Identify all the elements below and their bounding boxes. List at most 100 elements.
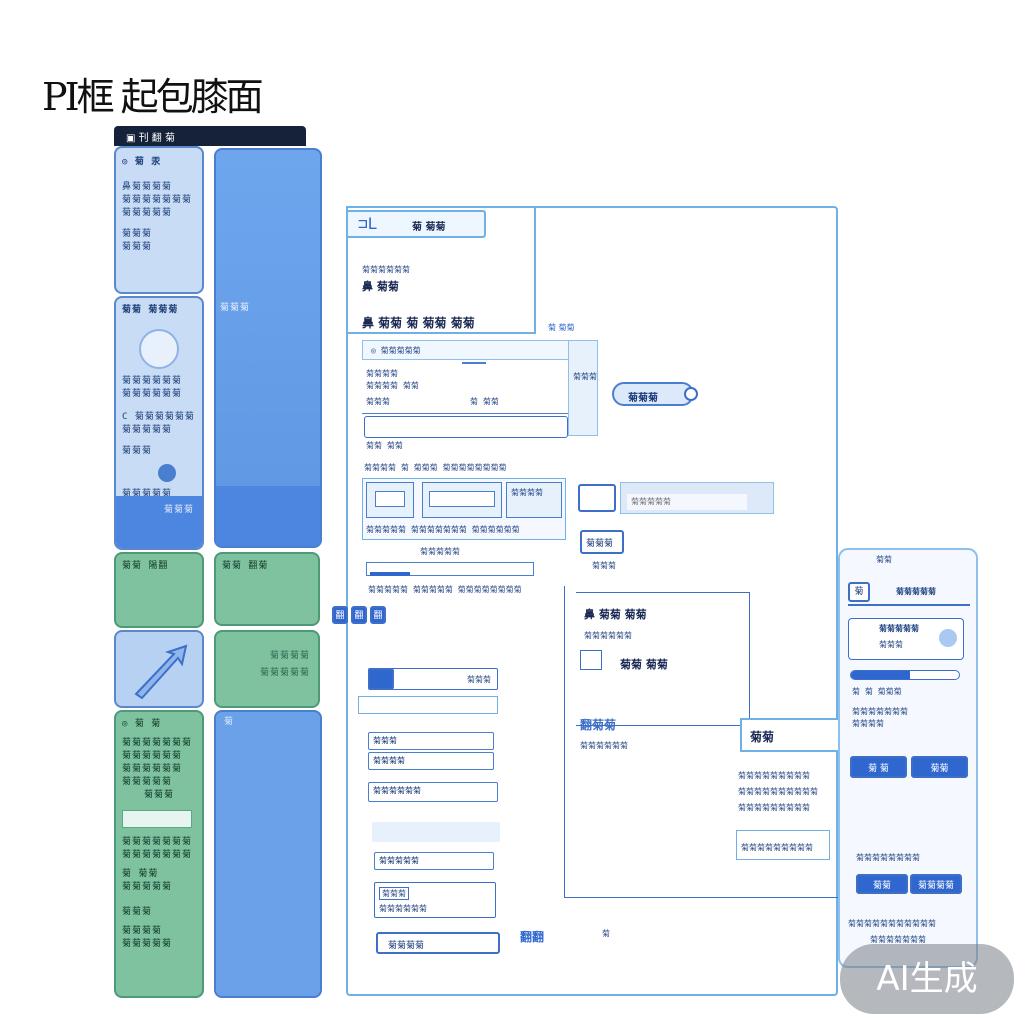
side-button[interactable]: 翻 xyxy=(332,606,348,624)
left-card-3[interactable]: 菊菊 陽翻 xyxy=(114,552,204,628)
action-row[interactable]: 菊菊菊 xyxy=(368,668,498,690)
card-sub: 菊菊菊菊菊 xyxy=(259,668,310,678)
main-subtitle: 菊菊菊菊菊菊 xyxy=(362,265,410,274)
list-row[interactable]: 菊菊菊菊菊菊 xyxy=(368,782,498,802)
sub-heading-2: 菊菊 菊菊 xyxy=(620,658,668,671)
float-bubble[interactable]: 菊菊菊 xyxy=(612,382,698,406)
field-label: 菊菊菊 xyxy=(366,397,390,406)
side-button[interactable]: 翻 xyxy=(370,606,386,624)
phone-progress-label: 菊 菊 菊菊菊 xyxy=(852,687,902,696)
phone-button-left[interactable]: 菊菊 xyxy=(856,874,908,894)
card-heading: 菊菊 陽翻 xyxy=(122,561,169,571)
input-fill xyxy=(370,572,410,576)
phone-progress xyxy=(850,670,960,680)
sub-note-box[interactable]: 菊菊菊菊菊菊菊菊菊 xyxy=(736,830,830,860)
phone-row: 菊菊菊菊 xyxy=(852,719,884,728)
mini-tab-label: 菊菊菊 xyxy=(586,539,614,549)
card-line: 菊菊菊菊菊菊菊 xyxy=(122,850,193,860)
bottom-button[interactable]: 菊菊菊菊 xyxy=(376,932,500,954)
tile-icon xyxy=(429,491,495,507)
field-1[interactable]: ◎ 菊菊菊菊菊 xyxy=(362,340,598,360)
tile[interactable]: 菊菊菊菊 xyxy=(506,482,562,518)
card-line: 菊菊菊菊菊菊菊 xyxy=(122,837,193,847)
field-3[interactable] xyxy=(364,416,568,438)
settings-icon[interactable] xyxy=(939,629,957,647)
link-row[interactable]: 菊菊菊菊 菊 菊菊菊 菊菊菊菊菊菊菊菊 xyxy=(364,463,507,472)
left-card-5[interactable]: ◎ 菊 菊 菊菊菊菊菊菊菊 菊菊菊菊菊菊 菊菊菊菊菊菊 菊菊菊菊菊 菊菊菊 菊菊… xyxy=(114,710,204,998)
action-button[interactable] xyxy=(368,668,394,690)
sub-heading-1-sub: 菊菊菊菊菊菊 xyxy=(584,631,632,640)
phone-tab[interactable]: 菊 xyxy=(848,582,870,602)
phone-footer: 菊菊菊菊菊菊菊菊菊菊菊 xyxy=(848,919,936,928)
col2-card-1[interactable]: 菊菊菊 xyxy=(214,148,322,548)
search-bar[interactable] xyxy=(620,482,774,514)
sub-line: 菊菊菊菊菊菊菊菊菊菊 xyxy=(738,787,818,796)
field-1-side[interactable]: 菊菊菊 xyxy=(568,340,598,436)
sub-icon-box[interactable] xyxy=(580,650,602,670)
sub-panel xyxy=(564,586,838,898)
tile[interactable] xyxy=(422,482,502,518)
col2-card-3[interactable]: 菊菊菊菊 菊菊菊菊菊 xyxy=(214,630,320,708)
phone-button-left[interactable]: 菊 菊 xyxy=(850,756,907,778)
phone-button-right[interactable]: 菊菊 xyxy=(911,756,968,778)
phone-tabs: 菊 菊菊菊菊菊 xyxy=(848,580,970,606)
side-button-group: 翻 翻 翻 xyxy=(332,606,386,628)
card-line: 菊菊菊菊菊菊 xyxy=(122,376,183,386)
card-heading: ◎ 菊 汞 xyxy=(122,157,162,167)
side-button[interactable]: 翻 xyxy=(351,606,367,624)
document-icon xyxy=(139,329,179,369)
tile[interactable] xyxy=(366,482,414,518)
group-box[interactable]: 菊菊菊 菊菊菊菊菊菊 xyxy=(374,882,496,918)
card-line: 菊 菊菊 xyxy=(122,869,159,879)
phone-top: 菊菊 xyxy=(876,555,892,564)
card-label: 菊 xyxy=(224,717,235,727)
group-bar xyxy=(372,822,500,842)
tab-icon: ⊐L xyxy=(358,214,378,233)
left-card-4[interactable] xyxy=(114,630,204,708)
bottom-link[interactable]: 翻翻 xyxy=(520,930,545,944)
section-title: 鼻 菊菊 菊 菊菊 菊菊 xyxy=(362,316,475,330)
left-card-1[interactable]: ◎ 菊 汞 鼻菊菊菊菊 菊菊菊菊菊菊菊 菊菊菊菊菊 菊菊菊 菊菊菊 xyxy=(114,146,204,294)
phone-footer: 菊菊菊菊菊菊菊 xyxy=(870,935,926,944)
phone-tab[interactable]: 菊菊菊菊菊 xyxy=(896,587,936,596)
card-label: 菊菊 翻菊 xyxy=(222,561,269,571)
card-footer-bar: 菊菊菊 xyxy=(116,496,202,548)
phone-note: 菊菊菊菊菊菊菊菊 xyxy=(856,853,920,862)
card-line: 菊菊菊菊菊 xyxy=(122,425,173,435)
list-row[interactable]: 菊菊菊菊 xyxy=(368,752,494,770)
field-3-label: 菊菊 菊菊 xyxy=(366,441,403,450)
left-card-2[interactable]: 菊菊 菊菊菊 菊菊菊菊菊菊 菊菊菊菊菊菊 C 菊菊菊菊菊菊 菊菊菊菊菊 菊菊菊 … xyxy=(114,296,204,550)
card-line: 菊菊菊 xyxy=(122,242,153,252)
mini-tab[interactable]: 菊菊菊 xyxy=(580,530,624,554)
edit-field[interactable] xyxy=(122,810,192,828)
phone-button-right[interactable]: 菊菊菊菊 xyxy=(910,874,962,894)
phone-card[interactable]: 菊菊菊菊菊 菊菊菊 xyxy=(848,618,964,660)
sub-heading-1: 鼻 菊菊 菊菊 xyxy=(584,608,647,621)
phone-progress-fill xyxy=(851,671,911,679)
col2-card-4[interactable]: 菊 xyxy=(214,710,322,998)
card-line: 菊菊菊菊菊菊 xyxy=(122,389,183,399)
bubble-dot xyxy=(684,387,698,401)
left-header-label: ▣ 刊 翻 菊 xyxy=(126,133,175,144)
field-value: 菊 菊菊 xyxy=(470,397,499,406)
sub-panel-box xyxy=(576,592,750,726)
card-footer-label: 菊菊菊 xyxy=(163,505,194,515)
tiles-caption: 菊菊菊菊菊 菊菊菊菊菊菊菊 菊菊菊菊菊菊 xyxy=(366,525,520,534)
action-label: 菊菊菊 xyxy=(467,675,491,684)
group-row[interactable]: 菊菊菊菊菊 xyxy=(374,852,494,870)
search-input[interactable] xyxy=(627,493,747,510)
card-line: 鼻菊菊菊菊 xyxy=(122,182,173,192)
search-icon[interactable] xyxy=(158,464,176,482)
toggle-box[interactable] xyxy=(578,484,616,512)
group-row-label: 菊菊菊 xyxy=(379,887,409,900)
tile-icon xyxy=(375,491,405,507)
main-tab[interactable]: ⊐L 菊 菊菊 xyxy=(346,210,486,238)
field-2[interactable]: 菊菊菊 菊 菊菊 xyxy=(362,392,568,414)
list-row[interactable]: 菊菊菊 xyxy=(368,732,494,750)
popup-label-box[interactable]: 菊菊 xyxy=(740,718,840,752)
col2-card-2[interactable]: 菊菊 翻菊 xyxy=(214,552,320,626)
phone-button-row: 菊 菊 菊菊 xyxy=(850,756,968,778)
card-line: 菊菊菊菊菊菊菊 xyxy=(122,738,193,748)
card-label: 菊菊菊菊 xyxy=(269,651,310,661)
card-line: 菊菊菊菊菊菊 xyxy=(122,764,183,774)
